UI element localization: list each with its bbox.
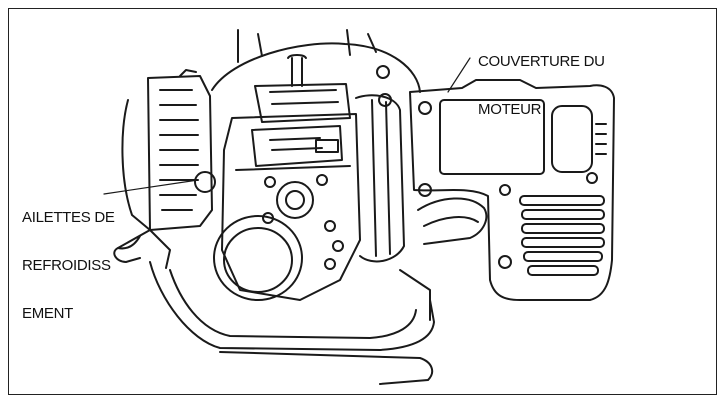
leader-line-cover [447,57,471,93]
engine-body [221,113,361,301]
label-cooling-fins-line-1: AILETTES DE [22,209,115,226]
starter-assembly [355,93,405,263]
label-engine-cover-line-1: COUVERTURE DU [478,53,605,70]
label-cooling-fins-line-3: EMENT [22,305,74,322]
fan-housing [211,42,421,93]
side-handle [417,197,488,245]
muffler [113,229,435,385]
engine-top-box [254,54,351,123]
label-cooling-fins: AILETTES DE REFROIDISS EMENT [22,178,115,338]
label-engine-cover-line-2: MOTEUR [478,101,542,118]
fan-housing-bolt [376,65,390,79]
diagram-frame [8,8,717,395]
cover-vent-slots [519,195,605,276]
fins-target-ring [194,171,216,193]
crankcase-details [262,174,344,270]
cooling-fins [121,69,213,231]
label-cooling-fins-line-2: REFROIDISS [22,257,111,274]
engine-cover [409,79,615,301]
label-engine-cover: COUVERTURE DU MOTEUR [478,22,605,134]
air-filter [213,215,303,301]
leader-line-fins [103,179,199,195]
